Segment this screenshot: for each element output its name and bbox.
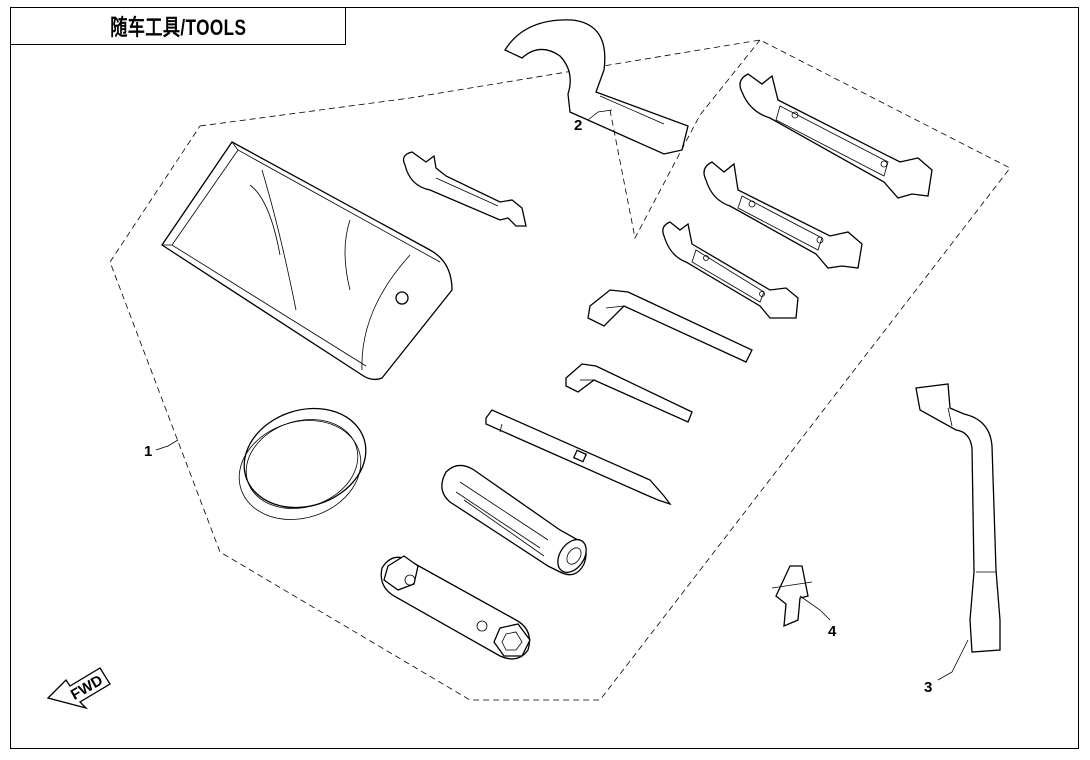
- l-box-wrench: [915, 383, 1001, 653]
- callout-4: 4: [828, 623, 837, 640]
- screwdriver-handle: [441, 464, 587, 576]
- tool-clip: [771, 565, 813, 628]
- tool-kit-group-outline: [109, 39, 1011, 701]
- leader-line-2: [587, 109, 613, 121]
- page-title: 随车工具/TOOLS: [109, 15, 247, 40]
- hex-key-small: [565, 363, 693, 423]
- drawing-frame: [10, 7, 1079, 749]
- wrench-group-outline: [609, 39, 761, 240]
- callout-2: 2: [574, 117, 582, 134]
- double-end-wrench-small: [662, 221, 799, 319]
- hex-key-large: [587, 289, 753, 363]
- tool-bag: [161, 141, 453, 381]
- fwd-arrow-icon: FWD: [46, 667, 111, 710]
- leader-line-1: [155, 439, 179, 451]
- rubber-band: [238, 407, 367, 520]
- screwdriver-shaft: [485, 409, 672, 506]
- callout-3: 3: [924, 679, 932, 696]
- spark-plug-tube-spanner: [380, 555, 531, 660]
- leader-line-4: [799, 595, 831, 621]
- hook-spanner-wrench: [504, 19, 689, 155]
- leader-line-3: [937, 639, 969, 681]
- double-end-wrench-large: [739, 73, 933, 199]
- callout-1: 1: [144, 443, 152, 460]
- double-end-wrench-medium: [703, 161, 863, 269]
- title-box: 随车工具/TOOLS: [10, 7, 346, 45]
- open-end-wrench-small: [402, 151, 527, 227]
